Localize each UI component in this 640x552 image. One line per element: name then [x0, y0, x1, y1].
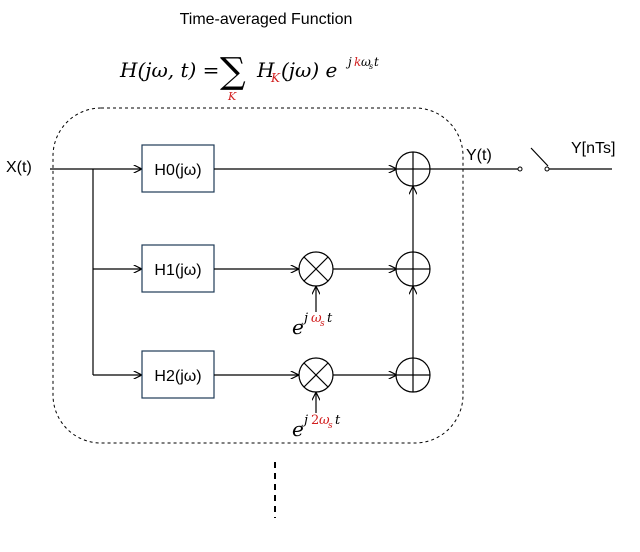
formula-term-argument: (jω) e — [281, 58, 337, 82]
svg-text:2: 2 — [311, 413, 319, 428]
svg-text:ω: ω — [319, 413, 330, 428]
filter-h2-label: H2(jω) — [154, 368, 201, 385]
formula-term-subscript: K — [270, 71, 281, 85]
filter-h1-box — [141, 244, 215, 293]
svg-text:ω: ω — [311, 311, 322, 326]
filter-h0-label: H0(jω) — [154, 162, 201, 179]
formula-exp-s: s — [369, 62, 373, 71]
svg-text:t: t — [335, 413, 341, 428]
system-boundary — [52, 107, 464, 444]
svg-text:s: s — [328, 421, 333, 431]
input-label: X(t) — [6, 159, 32, 176]
adder-1 — [395, 251, 431, 287]
formula-term-h: H — [256, 58, 275, 82]
filter-h1-label: H1(jω) — [154, 262, 201, 279]
diagram-title: Time-averaged Function — [180, 11, 353, 28]
formula-exp-t: t — [374, 55, 379, 69]
filter-h2-box — [141, 350, 215, 399]
adder-0 — [395, 151, 431, 187]
output-label: Y(t) — [466, 147, 492, 164]
adder-2 — [395, 357, 431, 393]
sampled-output-label: Y[nTs] — [571, 140, 615, 157]
modulator-2-label: e j 2 ω s t — [292, 413, 341, 441]
svg-text:e: e — [292, 417, 304, 441]
summation-index: K — [227, 90, 237, 103]
mixer-2-multiplier — [298, 357, 334, 393]
formula-exp-j: j — [345, 55, 352, 69]
svg-text:j: j — [301, 413, 308, 428]
svg-text:s: s — [320, 319, 325, 329]
formula-lhs: H(jω, t) = — [119, 58, 219, 82]
summation-symbol: ∑ — [220, 51, 246, 92]
formula-exp-k: k — [354, 55, 361, 69]
transfer-function-formula: H(jω, t) = ∑ K H K (jω) e j k ω s t — [119, 51, 379, 103]
svg-text:e: e — [292, 315, 304, 339]
svg-text:j: j — [301, 311, 308, 326]
mixer-1-multiplier — [298, 251, 334, 287]
modulator-1-label: e j ω s t — [292, 311, 333, 339]
sampling-switch — [517, 147, 550, 172]
formula-exp-omega: ω — [361, 55, 371, 69]
svg-text:t: t — [327, 311, 333, 326]
